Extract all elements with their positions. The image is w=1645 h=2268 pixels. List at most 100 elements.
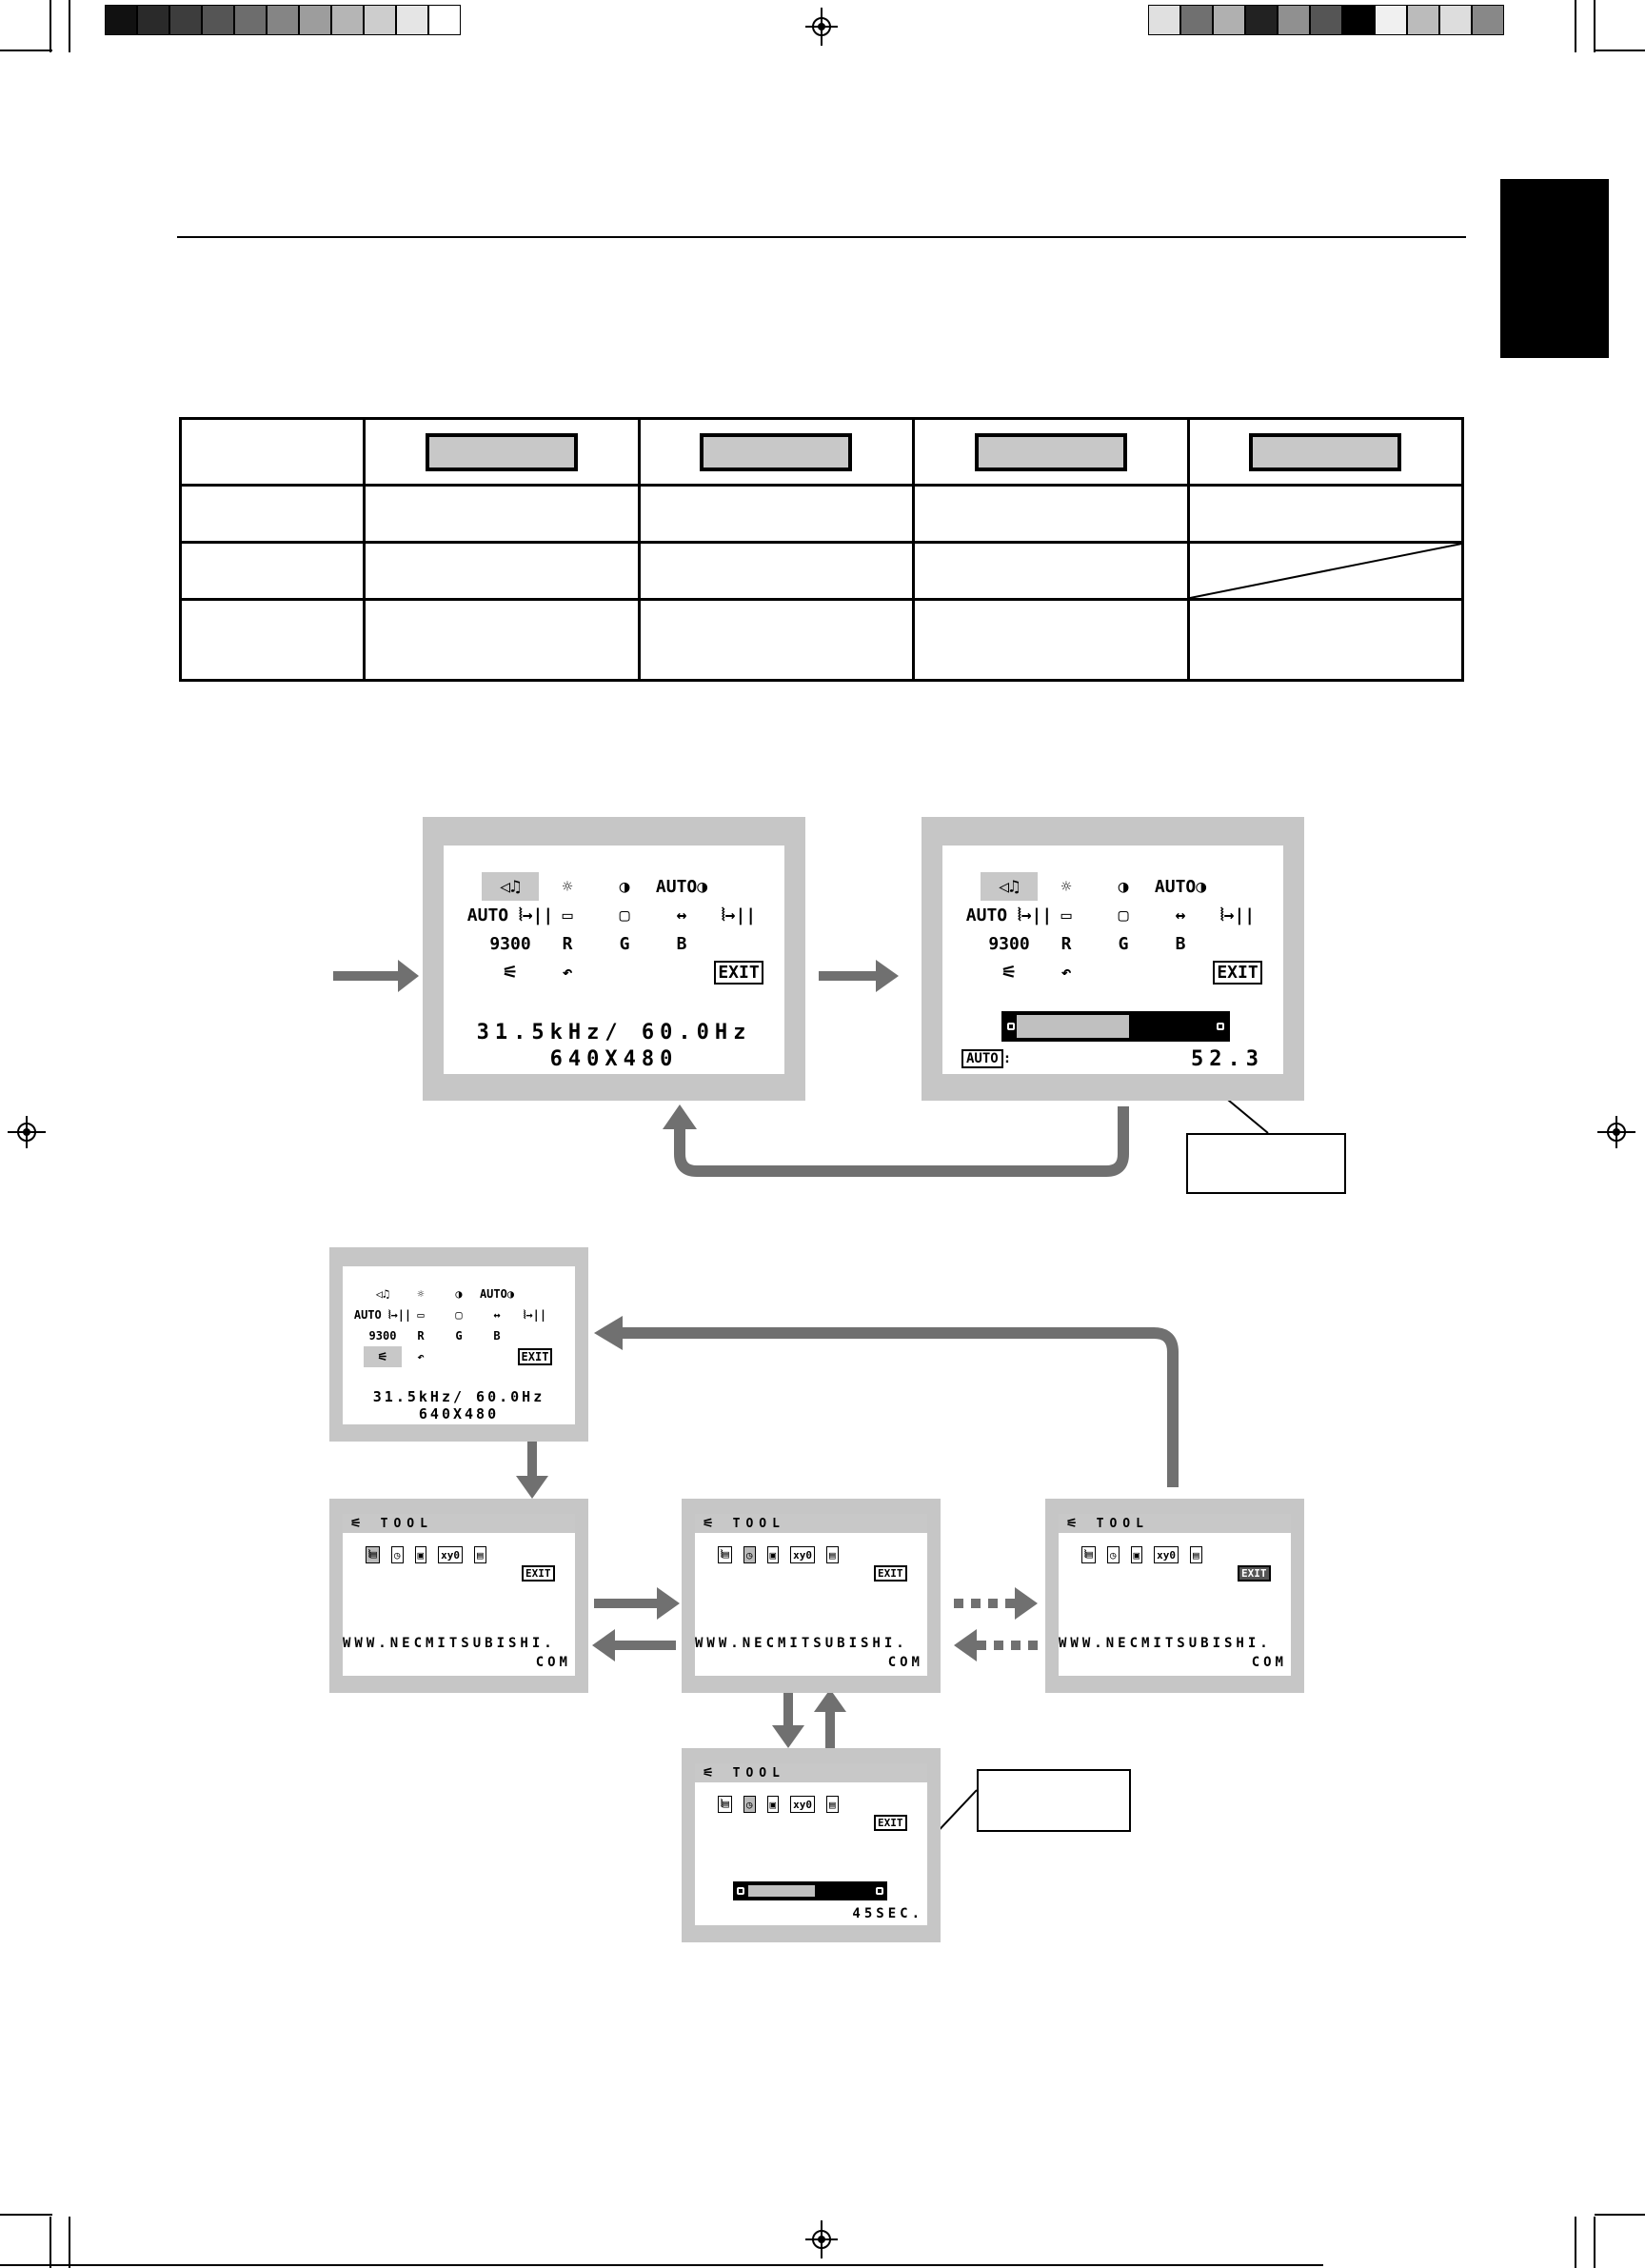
color-swatch (1245, 5, 1278, 35)
tool-menu-icon[interactable]: ▤ (826, 1546, 839, 1563)
osd-menu-icon[interactable]: ☼ (562, 876, 573, 897)
osd-menu-icon[interactable]: ◑ (455, 1287, 463, 1301)
osd-icon-grid: ◁♫ ☼ ◑ AUTO◑ AUTO ⦚→|| ▭ ▢ ↔ ⦚→|| 9300 R G B ⚟ ↶ EXIT (353, 1283, 554, 1367)
exit-icon[interactable]: EXIT (874, 1815, 907, 1831)
diagonal-line (1190, 544, 1462, 598)
osd-menu-icon[interactable] (1209, 929, 1266, 958)
tool-menu-icon[interactable]: ▤ (474, 1546, 486, 1563)
exit-icon[interactable]: EXIT (1238, 1565, 1271, 1582)
tool-menu-icon[interactable]: ▤ (1190, 1546, 1202, 1563)
osd-menu-icon[interactable]: AUTO◑ (479, 1287, 515, 1301)
osd-menu-icon[interactable] (710, 929, 767, 958)
osd-menu-icon[interactable]: ↔ (676, 905, 687, 925)
tool-menu-icon[interactable]: ⦚▤ (1081, 1546, 1096, 1563)
tool-menu-icon[interactable]: xy0 (438, 1546, 464, 1563)
osd-menu-icon[interactable]: ▭ (562, 905, 573, 925)
tool-menu-icon[interactable]: xy0 (1154, 1546, 1179, 1563)
tool-menu-icon[interactable]: xy0 (790, 1546, 816, 1563)
tool-menu-icon[interactable]: xy0 (790, 1796, 816, 1813)
exit-icon[interactable]: EXIT (874, 1565, 907, 1582)
osd-menu-icon[interactable]: ↔ (1175, 905, 1186, 925)
exit-icon[interactable]: EXIT (1209, 958, 1266, 986)
osd-menu-icon[interactable]: G (1118, 933, 1129, 954)
osd-menu-icon[interactable]: B (1175, 933, 1186, 954)
osd-menu-icon[interactable]: ▢ (1118, 905, 1129, 925)
tool-menu-icon[interactable]: ⦚▤ (366, 1546, 380, 1563)
osd-menu-icon[interactable]: 9300 (368, 1329, 397, 1343)
osd-menu-icon[interactable]: AUTO◑ (655, 876, 708, 897)
tool-title-bar: ⚟TOOL (1059, 1514, 1291, 1533)
osd-menu-icon[interactable]: ◑ (1118, 876, 1129, 897)
tool-menu-icon[interactable]: ▤ (826, 1796, 839, 1813)
osd-menu-icon[interactable] (1209, 872, 1266, 901)
osd-menu-icon[interactable]: B (493, 1329, 501, 1343)
osd-menu-icon[interactable] (596, 958, 653, 986)
tool-menu-icon[interactable]: ◷ (743, 1546, 756, 1563)
osd-menu-icon[interactable]: ☼ (417, 1287, 425, 1301)
tool-menu-icon[interactable]: ▣ (766, 1796, 780, 1813)
osd-menu-icon[interactable]: ▢ (455, 1308, 463, 1322)
osd-menu-icon[interactable]: ▢ (619, 905, 630, 925)
osd-menu-icon[interactable]: ▭ (1060, 905, 1072, 925)
osd-menu-icon[interactable]: AUTO ⦚→|| (965, 905, 1053, 925)
osd-menu-icon[interactable]: AUTO◑ (1154, 876, 1207, 897)
osd-menu-icon[interactable]: ☼ (1060, 876, 1072, 897)
osd-menu-icon[interactable]: ↶ (1060, 962, 1072, 983)
osd-menu-icon[interactable]: G (455, 1329, 463, 1343)
osd-menu-icon[interactable]: 9300 (489, 933, 531, 954)
tool-menu-icon[interactable]: ◷ (390, 1546, 404, 1563)
osd-menu-icon[interactable] (1152, 958, 1209, 986)
osd-menu-icon[interactable]: ▭ (417, 1308, 425, 1322)
osd-menu-icon[interactable]: ⦚→|| (523, 1307, 547, 1322)
table-cell (1186, 484, 1464, 544)
osd-menu-icon[interactable] (653, 958, 710, 986)
osd-menu-icon[interactable]: ↶ (417, 1350, 425, 1363)
osd-menu-icon[interactable]: R (562, 933, 573, 954)
osd-menu-icon[interactable]: ⚟ (1001, 962, 1018, 983)
exit-icon[interactable]: EXIT (522, 1565, 555, 1582)
osd-menu-icon[interactable]: R (1060, 933, 1072, 954)
tool-menu-icon[interactable]: ▣ (766, 1546, 780, 1563)
osd-menu-icon[interactable]: ⚟ (502, 962, 519, 983)
tool-menu-icon[interactable]: ◷ (743, 1796, 756, 1813)
tool-menu-icon[interactable]: ▣ (1130, 1546, 1143, 1563)
osd-menu-icon[interactable]: ◁♫ (981, 872, 1038, 901)
tool-menu-icon[interactable]: ▣ (414, 1546, 427, 1563)
osd-menu-icon[interactable]: ⦚→|| (1219, 905, 1256, 925)
osd-menu-icon[interactable]: ↶ (562, 962, 573, 983)
table-cell (363, 541, 641, 601)
tool-title: TOOL (732, 1765, 785, 1781)
osd-menu-icon[interactable] (516, 1325, 554, 1346)
tool-menu-icon[interactable]: ⦚▤ (718, 1546, 732, 1563)
tool-menu-icon[interactable]: ⦚▤ (718, 1796, 732, 1813)
osd-menu-icon[interactable]: ◁♫ (482, 872, 539, 901)
osd-menu-icon[interactable] (478, 1346, 516, 1367)
exit-icon[interactable]: EXIT (710, 958, 767, 986)
osd-menu-icon[interactable]: AUTO ⦚→|| (353, 1307, 412, 1322)
osd-menu-icon[interactable] (1095, 958, 1152, 986)
color-bar-left (105, 5, 461, 35)
osd-menu-icon[interactable]: 9300 (988, 933, 1030, 954)
osd-menu-icon[interactable]: ⚟ (364, 1346, 402, 1367)
osd-menu-icon[interactable] (516, 1283, 554, 1304)
osd-menu-icon[interactable]: R (417, 1329, 425, 1343)
osd-menu-icon[interactable]: ⦚→|| (721, 905, 757, 925)
osd-menu-icon[interactable]: ↔ (493, 1308, 501, 1322)
osd-menu-icon[interactable]: B (676, 933, 687, 954)
table-cell (363, 598, 641, 682)
callout-box (977, 1769, 1131, 1832)
crosshair-target-icon (1597, 1116, 1635, 1148)
tool-title: TOOL (380, 1516, 433, 1531)
tool-menu-icon[interactable]: ◷ (1106, 1546, 1120, 1563)
osd-menu-icon[interactable]: ◁♫ (375, 1287, 390, 1301)
color-swatch (1213, 5, 1245, 35)
osd-menu-icon[interactable]: G (619, 933, 630, 954)
osd-menu-icon[interactable]: AUTO ⦚→|| (466, 905, 554, 925)
table-cell (179, 541, 366, 601)
osd-menu-icon[interactable]: ◑ (619, 876, 630, 897)
osd-menu-icon[interactable] (710, 872, 767, 901)
exit-icon[interactable]: EXIT (516, 1346, 554, 1367)
tool-icon: ⚟ (703, 1765, 714, 1781)
osd-menu-icon[interactable] (440, 1346, 478, 1367)
